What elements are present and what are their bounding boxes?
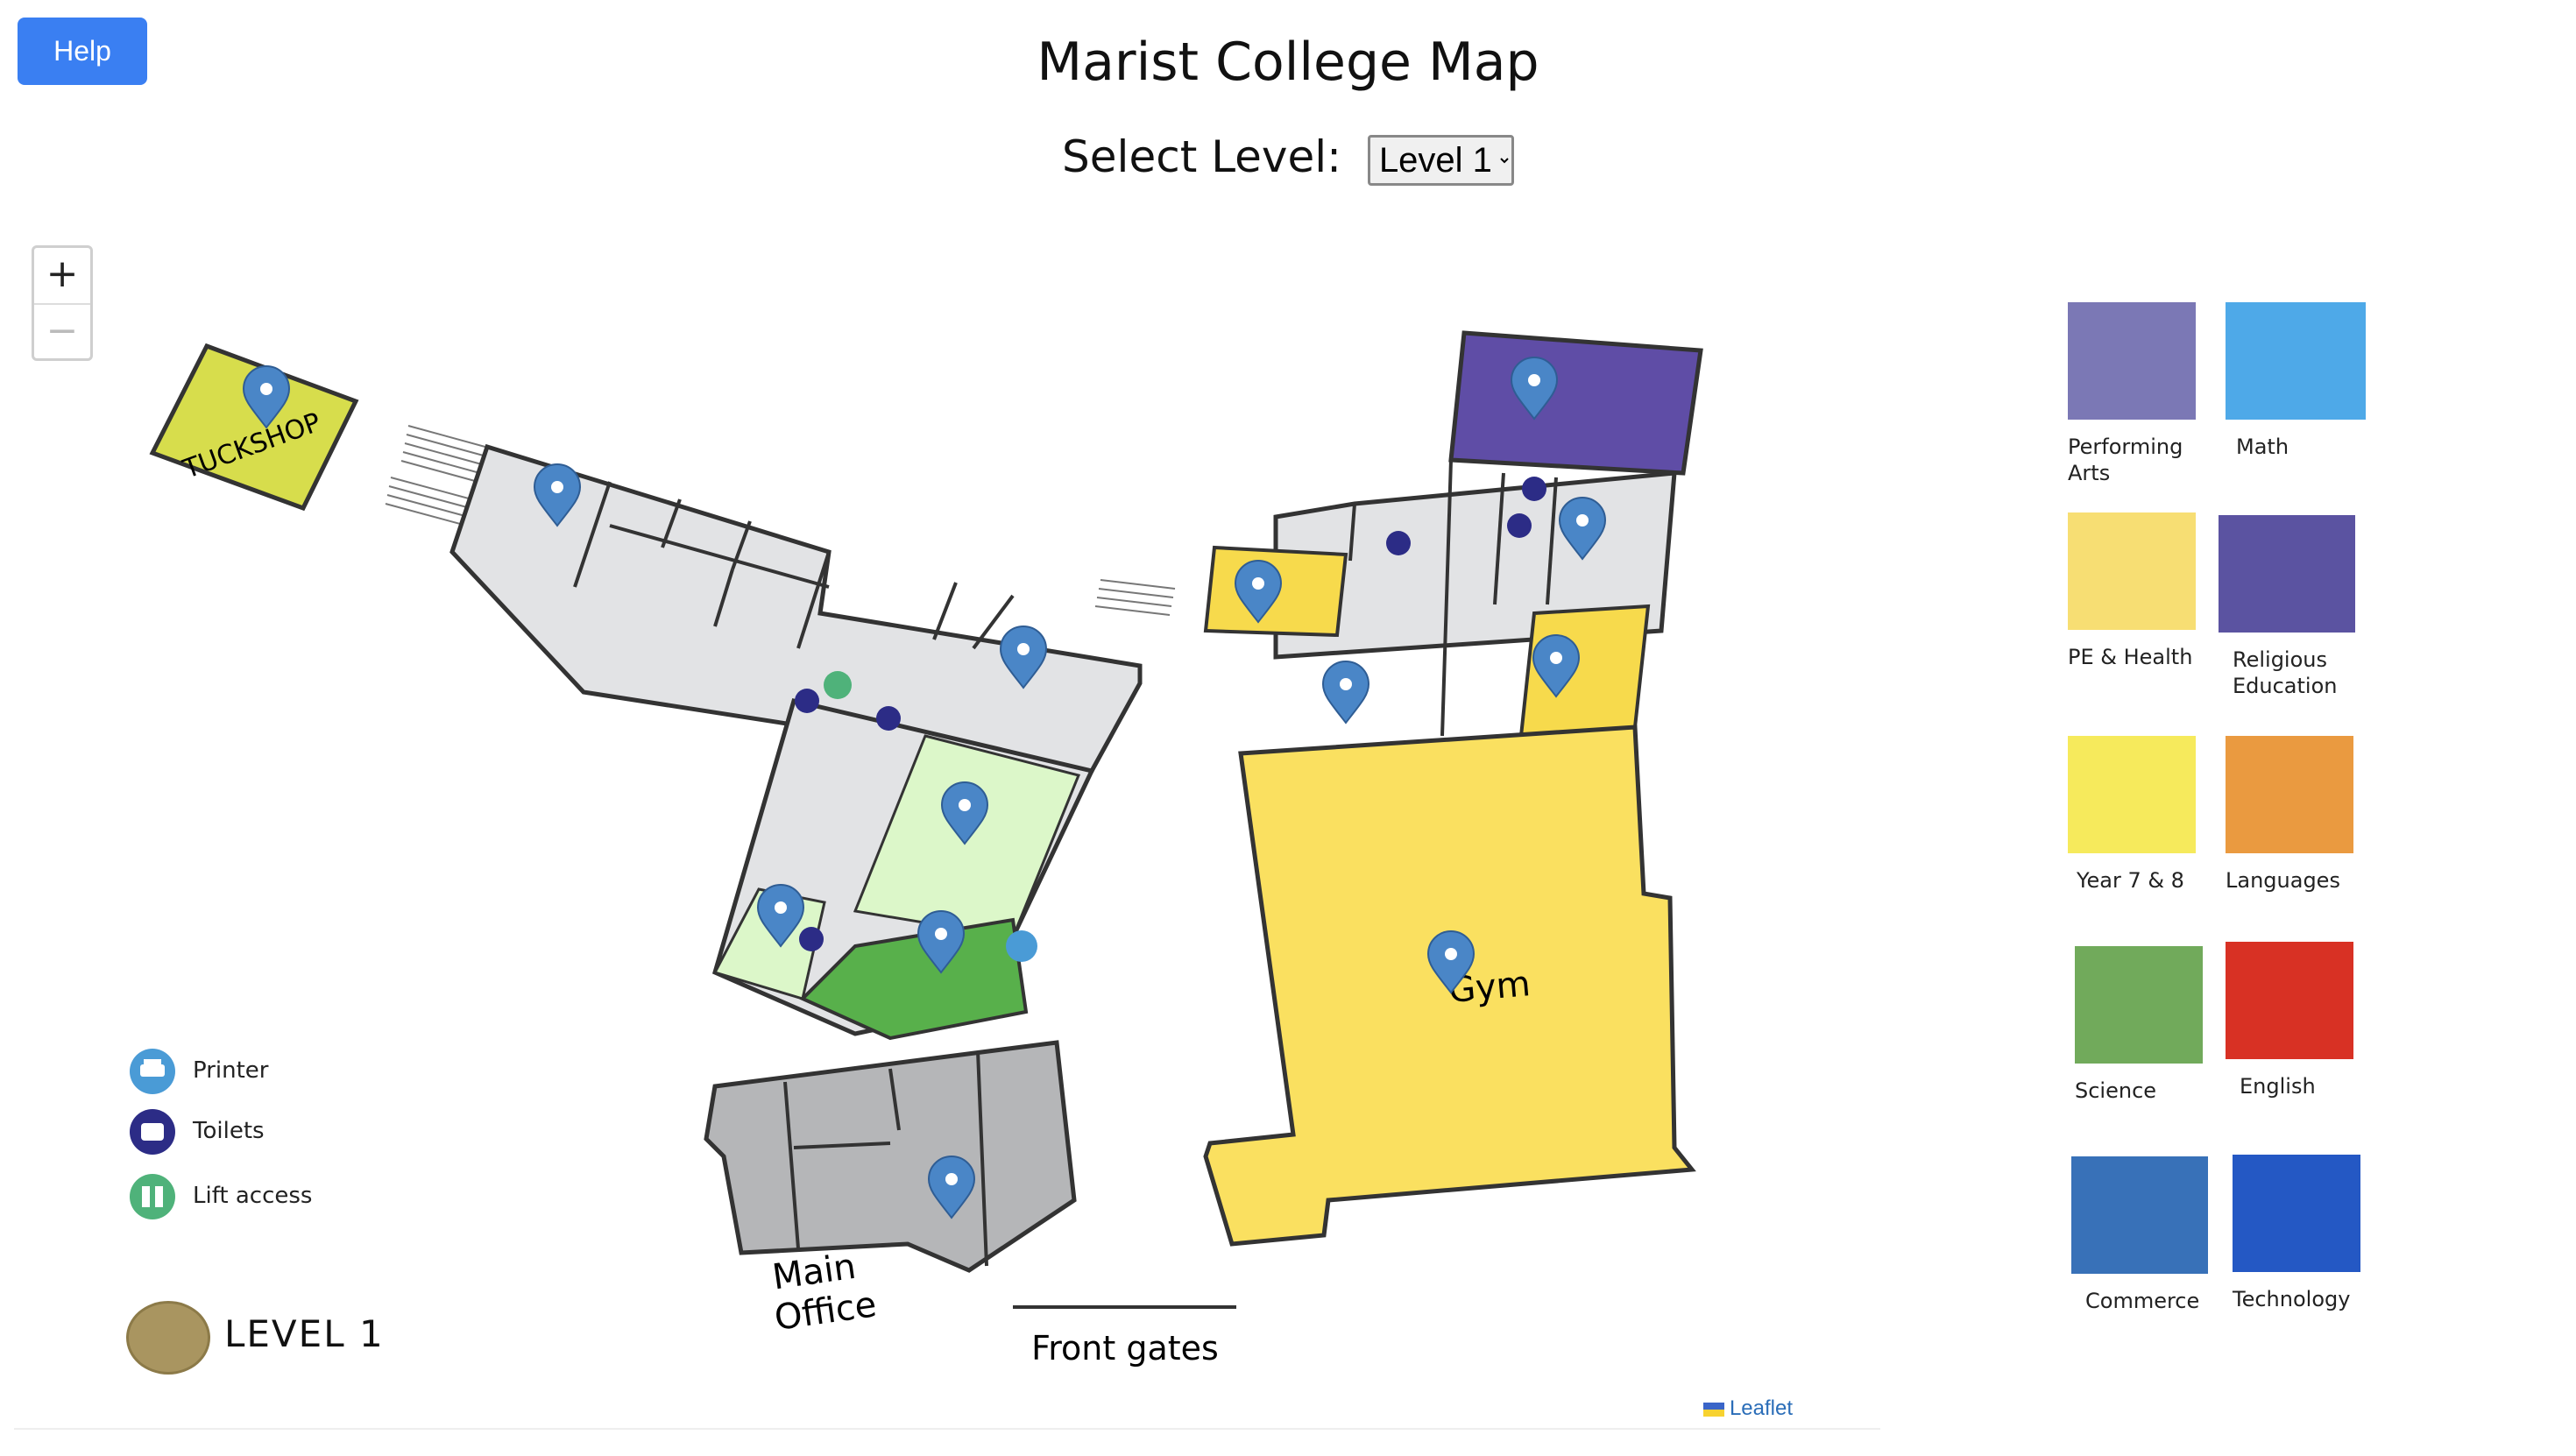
zoom-in-button[interactable]: +: [34, 248, 90, 305]
swatch-science: Science: [2075, 946, 2203, 1104]
zoom-control: + −: [32, 245, 93, 361]
legend-lift-label: Lift access: [193, 1183, 313, 1209]
marker-east-corridor[interactable]: [1321, 660, 1370, 724]
level-select[interactable]: Level 1: [1367, 134, 1514, 186]
zoom-out-button[interactable]: −: [46, 308, 79, 353]
map-container[interactable]: TUCKSHOP Main Office Fron: [14, 228, 1880, 1430]
level-selector: Select Level: Level 1: [0, 131, 2576, 186]
level-badge: LEVEL 1: [224, 1312, 385, 1355]
ukraine-flag-icon: [1702, 1402, 1724, 1417]
swatch-languages: Languages: [2226, 736, 2353, 894]
science-lab[interactable]: [799, 917, 1029, 1041]
marker-science-west[interactable]: [756, 883, 805, 948]
marker-east-upper[interactable]: [1558, 496, 1607, 561]
marker-left-wing[interactable]: [533, 463, 582, 527]
east-walls: [1348, 459, 1558, 737]
printer-icon: [130, 1049, 175, 1094]
floor-plan: TUCKSHOP Main Office Fron: [149, 330, 1703, 1368]
leaflet-attribution[interactable]: Leaflet: [1702, 1396, 1793, 1421]
legend-printer: Printer: [126, 1047, 269, 1102]
legend-printer-label: Printer: [193, 1057, 269, 1084]
location-markers: [242, 356, 1607, 1219]
stairs-left: [385, 425, 492, 528]
legend-toilets: Toilets: [126, 1107, 265, 1163]
swatch-year-7-8: Year 7 & 8: [2068, 736, 2196, 894]
department-legend: Performing Arts Math PE & Health Religio…: [2050, 298, 2576, 1349]
swatch-technology: Technology: [2233, 1155, 2360, 1312]
map-lift-icon: [824, 671, 852, 699]
marker-middle-room[interactable]: [999, 625, 1048, 689]
front-gates-label: Front gates: [1031, 1329, 1219, 1368]
main-office-walls: [783, 1050, 988, 1267]
page-title: Marist College Map: [1037, 32, 1539, 93]
swatch-religious-education: Religious Education: [2219, 515, 2355, 699]
tuckshop-building[interactable]: [149, 343, 359, 512]
left-wing-walls: [573, 481, 1015, 650]
level-select-label: Select Level:: [1062, 131, 1342, 182]
swatch-performing-arts: Performing Arts: [2068, 302, 2196, 486]
marker-tuckshop[interactable]: [242, 364, 291, 429]
marker-gym[interactable]: [1426, 929, 1476, 994]
marker-science-lab[interactable]: [916, 909, 966, 974]
map-printer-icon: [1006, 930, 1037, 962]
marker-pe-health[interactable]: [1234, 559, 1283, 624]
marker-religious[interactable]: [1510, 356, 1559, 421]
religious-education-block[interactable]: [1448, 330, 1703, 476]
main-office[interactable]: [704, 1040, 1077, 1273]
help-button[interactable]: Help: [18, 18, 147, 85]
marker-main-office[interactable]: [927, 1155, 976, 1219]
marker-science[interactable]: [940, 781, 989, 845]
map-toilet-icons: [795, 477, 1546, 951]
toilet-icon: [130, 1109, 175, 1155]
swatch-english: English: [2226, 942, 2353, 1099]
college-seal: [126, 1301, 210, 1375]
lift-icon: [130, 1174, 175, 1219]
swatch-commerce: Commerce: [2071, 1156, 2208, 1314]
swatch-pe-health: PE & Health: [2068, 512, 2196, 670]
attribution-link[interactable]: Leaflet: [1729, 1396, 1793, 1420]
legend-lift: Lift access: [126, 1172, 312, 1227]
marker-year-7-8[interactable]: [1532, 633, 1581, 698]
swatch-math: Math: [2226, 302, 2366, 460]
legend-toilets-label: Toilets: [193, 1118, 265, 1144]
stairs-middle: [1094, 579, 1176, 616]
